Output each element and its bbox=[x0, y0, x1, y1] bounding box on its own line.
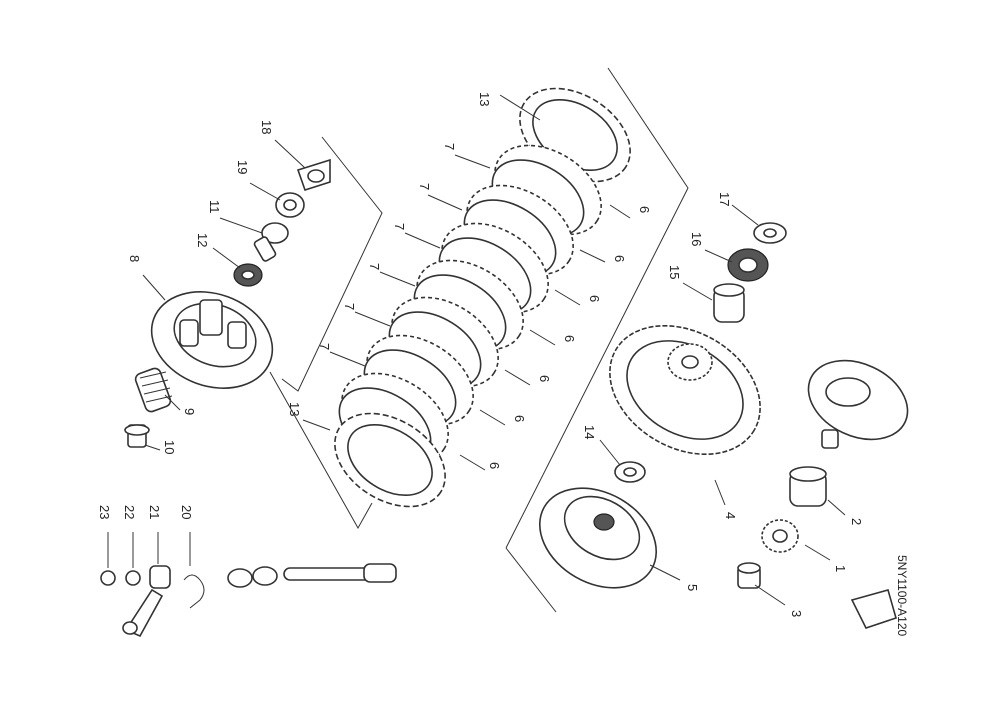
callout-8: 8 bbox=[127, 255, 142, 262]
callout-13-top: 13 bbox=[477, 92, 492, 106]
callout-6-f: 6 bbox=[512, 415, 527, 422]
leader-lines bbox=[107, 94, 846, 606]
callout-6-g: 6 bbox=[487, 462, 502, 469]
callout-20: 20 bbox=[179, 505, 194, 519]
callout-23: 23 bbox=[97, 505, 112, 519]
callout-3: 3 bbox=[789, 610, 804, 617]
callout-19: 19 bbox=[235, 160, 250, 174]
nut bbox=[275, 192, 305, 218]
callout-6-e: 6 bbox=[537, 375, 552, 382]
callout-4: 4 bbox=[723, 512, 738, 519]
clutch-spring bbox=[134, 367, 173, 413]
lock-washer bbox=[296, 158, 331, 191]
clutch-boss bbox=[538, 487, 658, 589]
callout-17: 17 bbox=[717, 192, 732, 206]
callout-13-bottom: 13 bbox=[287, 402, 302, 416]
callout-10: 10 bbox=[162, 440, 177, 454]
pressure-plate bbox=[150, 291, 274, 389]
spacer-collar bbox=[713, 283, 745, 323]
kick-gear bbox=[727, 248, 769, 282]
callout-7-c: 7 bbox=[392, 223, 407, 230]
callout-7-e: 7 bbox=[342, 303, 357, 310]
callout-21: 21 bbox=[147, 505, 162, 519]
callout-18: 18 bbox=[259, 120, 274, 134]
callout-16: 16 bbox=[689, 232, 704, 246]
spring-bolt bbox=[124, 424, 150, 448]
friction-plate-13-bottom bbox=[334, 412, 446, 508]
primary-drive-assembly bbox=[807, 359, 909, 449]
callout-9: 9 bbox=[182, 408, 197, 415]
lock-tab-plate bbox=[850, 589, 897, 629]
thrust-washer bbox=[614, 461, 646, 483]
primary-drive-gear bbox=[761, 519, 799, 553]
callout-1: 1 bbox=[833, 565, 848, 572]
drawing-code: 5NY1100-A120 bbox=[895, 555, 909, 636]
callout-7-f: 7 bbox=[317, 343, 332, 350]
callout-6-a: 6 bbox=[637, 206, 652, 213]
bearing bbox=[233, 263, 263, 287]
callout-7-b: 7 bbox=[417, 183, 432, 190]
callout-7-d: 7 bbox=[367, 263, 382, 270]
push-lever-assembly bbox=[100, 563, 397, 638]
washer bbox=[753, 222, 787, 244]
bracket-frames bbox=[269, 67, 689, 613]
callout-12: 12 bbox=[195, 233, 210, 247]
callout-11: 11 bbox=[207, 200, 222, 214]
callout-6-b: 6 bbox=[612, 255, 627, 262]
callout-6-c: 6 bbox=[587, 295, 602, 302]
callout-22: 22 bbox=[122, 505, 137, 519]
callout-15: 15 bbox=[667, 265, 682, 279]
clutch-housing bbox=[609, 324, 761, 456]
gear-nut bbox=[737, 562, 761, 589]
collar bbox=[789, 466, 827, 507]
callout-5: 5 bbox=[685, 584, 700, 591]
push-rod-bolt bbox=[253, 222, 289, 262]
callout-2: 2 bbox=[849, 518, 864, 525]
callout-labels: 13 7 7 7 7 7 7 13 6 6 6 6 6 6 6 8 9 10 1… bbox=[97, 92, 909, 636]
callout-14: 14 bbox=[582, 425, 597, 439]
clutch-plate-stack bbox=[334, 87, 631, 508]
callout-7-a: 7 bbox=[442, 143, 457, 150]
callout-6-d: 6 bbox=[562, 335, 577, 342]
